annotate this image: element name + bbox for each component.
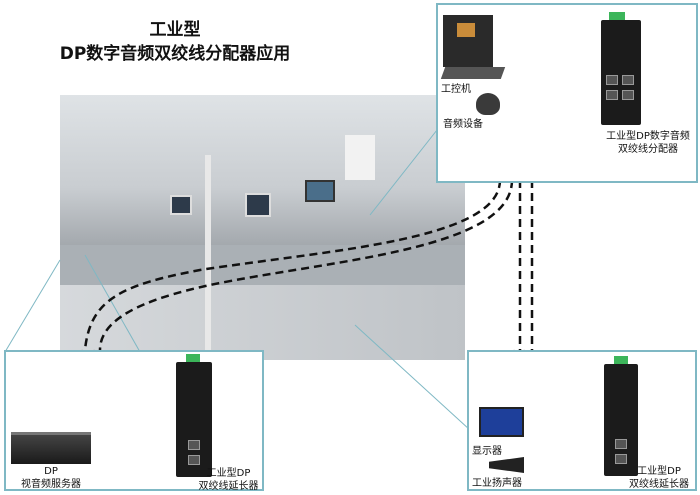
monitor-label: 显示器: [472, 446, 502, 457]
distributor-device: [601, 12, 641, 125]
ipc-screen: [457, 23, 475, 37]
callout-line: [84, 254, 141, 353]
station-screen: [305, 180, 335, 202]
power-terminal: [186, 354, 200, 362]
monitor-icon: [479, 407, 524, 437]
callout-line: [369, 129, 438, 216]
callout-line: [354, 324, 471, 431]
robot-arm: [345, 135, 375, 180]
industrial-pc-icon: [443, 15, 493, 67]
power-terminal: [609, 12, 625, 20]
distributor-label: 工业型DP数字音频双绞线分配器: [606, 131, 690, 155]
audio-device-icon: [476, 93, 500, 115]
title-line-1: 工业型: [149, 20, 201, 40]
server-icon: [11, 432, 91, 464]
speaker-label: 工业扬声器: [472, 478, 522, 489]
extender-device: [604, 356, 638, 476]
station-screen: [170, 195, 192, 215]
callout-line: [4, 259, 61, 353]
dashed-cable: [83, 179, 502, 351]
factory-production-line-photo: [60, 95, 465, 360]
ipc-label: 工控机: [441, 84, 471, 95]
frame-post: [205, 155, 211, 355]
diagram-title: 工业型 DP数字音频双绞线分配器应用: [20, 18, 330, 66]
extender-device: [176, 354, 212, 477]
ipc-keyboard: [440, 67, 506, 79]
title-line-2: DP数字音频双绞线分配器应用: [59, 44, 291, 64]
distributor-panel: 工控机 音频设备 工业型DP数字音频双绞线分配器: [436, 3, 698, 183]
station-screen: [245, 193, 271, 217]
power-terminal: [614, 356, 628, 364]
machine-base: [60, 285, 465, 360]
dashed-cable: [98, 179, 514, 351]
audio-device-label: 音频设备: [443, 119, 483, 130]
speaker-icon: [489, 457, 524, 473]
